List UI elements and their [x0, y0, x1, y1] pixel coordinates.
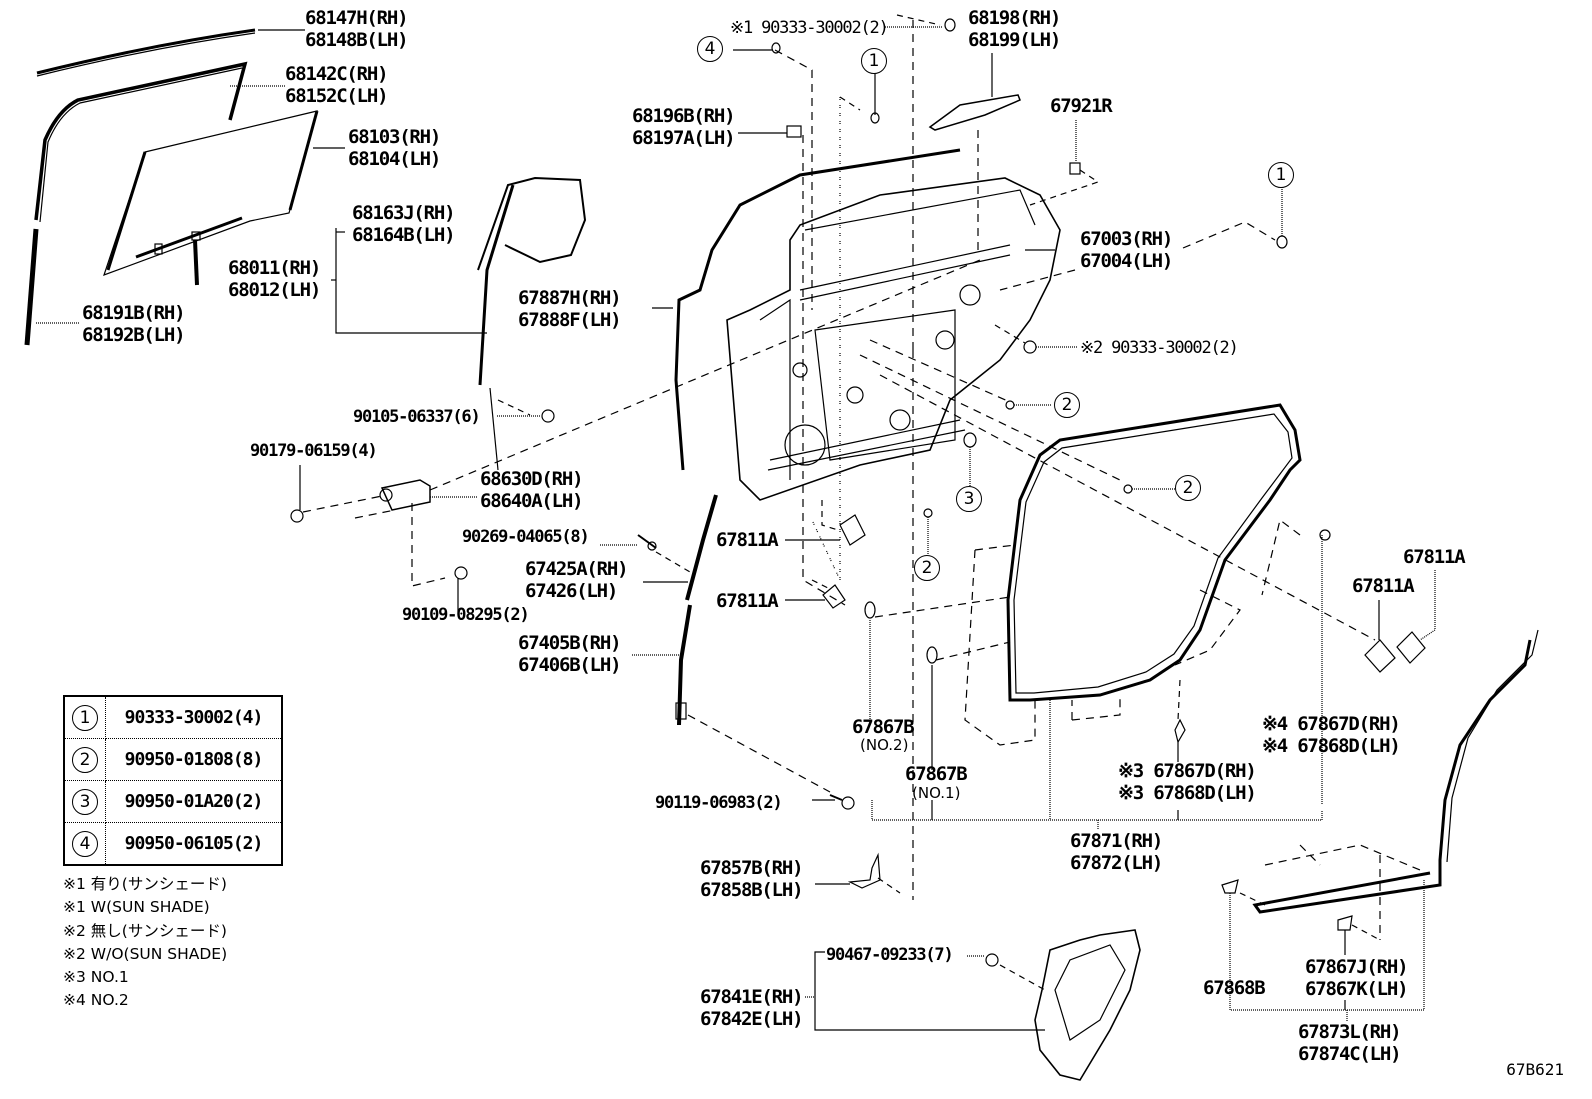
callout-legend-table: 1 90333-30002(4) 2 90950-01808(8) 3 9095… [63, 695, 283, 866]
label-67867b-no1: 67867B [905, 763, 968, 785]
label-67425: 67425A(RH)67426(LH) [525, 558, 629, 602]
callout-2-lower: 2 [914, 555, 940, 581]
label-67811a-upper: 67811A [716, 529, 779, 551]
label-67811a-lower: 67811A [716, 590, 779, 612]
quarter-window-frame [477, 176, 587, 471]
callout-4-top: 4 [697, 36, 723, 62]
legend-callout-icon: 4 [72, 830, 98, 857]
label-67921: 67921R [1050, 95, 1113, 117]
legend-part-number: 90950-01808(8) [105, 738, 283, 781]
callout-2-upper: 2 [1054, 392, 1080, 418]
label-67871: 67871(RH)67872(LH) [1070, 830, 1163, 874]
callout-1-top: 1 [861, 48, 887, 74]
label-67867d-note4: ※4 67867D(RH)※4 67868D(LH) [1262, 713, 1401, 757]
label-67867b-no2-sub: (NO.2) [860, 736, 909, 754]
legend-part-number: 90950-01A20(2) [105, 780, 283, 823]
label-90333-note2: ※2 90333-30002(2) [1080, 338, 1239, 358]
label-68198: 68198(RH)68199(LH) [968, 7, 1061, 51]
label-68191: 68191B(RH)68192B(LH) [82, 302, 186, 346]
label-67811a-right-inner: 67811A [1352, 575, 1415, 597]
rear-door-panel [726, 177, 1061, 501]
service-hole-cover [1034, 929, 1141, 1081]
label-68163: 68163J(RH)68164B(LH) [352, 202, 456, 246]
footnote: ※1 有り(サンシェード) [63, 875, 227, 893]
legend-part-number: 90333-30002(4) [105, 695, 283, 739]
label-90269: 90269-04065(8) [462, 527, 590, 547]
footnote: ※2 W/O(SUN SHADE) [63, 944, 228, 963]
door-opening-weatherstrip [1006, 403, 1302, 702]
legend-row: 3 90950-01A20(2) [63, 780, 283, 823]
legend-callout-icon: 3 [72, 788, 98, 815]
footnote: ※4 NO.2 [63, 991, 129, 1010]
label-90467: 90467-09233(7) [826, 945, 954, 965]
label-67857: 67857B(RH)67858B(LH) [700, 857, 804, 901]
label-90119: 90119-06983(2) [655, 793, 783, 813]
inside-handle-bezel [928, 94, 1021, 131]
legend-callout-icon: 2 [72, 746, 98, 773]
division-bar-strip [675, 494, 718, 726]
rocker-molding [1252, 629, 1539, 914]
label-68196: 68196B(RH)68197A(LH) [632, 105, 736, 149]
label-67841: 67841E(RH)67842E(LH) [700, 986, 804, 1030]
label-90333-note1: ※1 90333-30002(2) [730, 18, 889, 38]
label-68142: 68142C(RH)68152C(LH) [285, 63, 389, 107]
door-outer-weatherstrip [652, 148, 961, 471]
door-glass [103, 110, 319, 286]
footnote: ※2 無し(サンシェード) [63, 921, 227, 940]
label-67867b-no2: 67867B [852, 716, 915, 738]
label-68147: 68147H(RH)68148B(LH) [305, 7, 409, 51]
label-90179: 90179-06159(4) [250, 441, 378, 461]
legend-callout-icon: 1 [72, 704, 98, 731]
callout-3: 3 [956, 486, 982, 512]
label-67868b: 67868B [1203, 977, 1266, 999]
label-68103: 68103(RH)68104(LH) [348, 126, 441, 170]
outside-handle-frame [379, 479, 431, 511]
footnotes: ※1 有り(サンシェード) ※1 W(SUN SHADE) ※2 無し(サンシェ… [63, 873, 227, 1013]
rear-run-strip [24, 228, 39, 346]
pad-67811a-right [1364, 631, 1426, 673]
glass-run-channel [34, 61, 248, 223]
label-67405: 67405B(RH)67406B(LH) [518, 632, 622, 676]
label-67003: 67003(RH)67004(LH) [1080, 228, 1173, 272]
label-67867d-note3: ※3 67867D(RH)※3 67868D(LH) [1118, 760, 1257, 804]
label-67811a-right-outer: 67811A [1403, 546, 1466, 568]
label-67887: 67887H(RH)67888F(LH) [518, 287, 622, 331]
callout-1-right: 1 [1268, 162, 1294, 188]
label-68630: 68630D(RH)68640A(LH) [480, 468, 584, 512]
diagram-code: 67B621 [1506, 1060, 1564, 1079]
legend-row: 1 90333-30002(4) [63, 695, 283, 739]
label-67867b-no1-sub: (NO.1) [912, 784, 961, 802]
callout-2-right: 2 [1175, 475, 1201, 501]
legend-row: 2 90950-01808(8) [63, 738, 283, 781]
label-67867j: 67867J(RH)67867K(LH) [1305, 956, 1409, 1000]
label-68011: 68011(RH)68012(LH) [228, 257, 321, 301]
legend-row: 4 90950-06105(2) [63, 822, 283, 866]
label-90109: 90109-08295(2) [402, 605, 530, 625]
footnote: ※3 NO.1 [63, 968, 129, 987]
roof-molding-strip [36, 28, 256, 77]
label-90105: 90105-06337(6) [353, 407, 481, 427]
label-67873: 67873L(RH)67874C(LH) [1298, 1021, 1402, 1065]
footnote: ※1 W(SUN SHADE) [63, 898, 210, 917]
legend-part-number: 90950-06105(2) [105, 822, 283, 866]
